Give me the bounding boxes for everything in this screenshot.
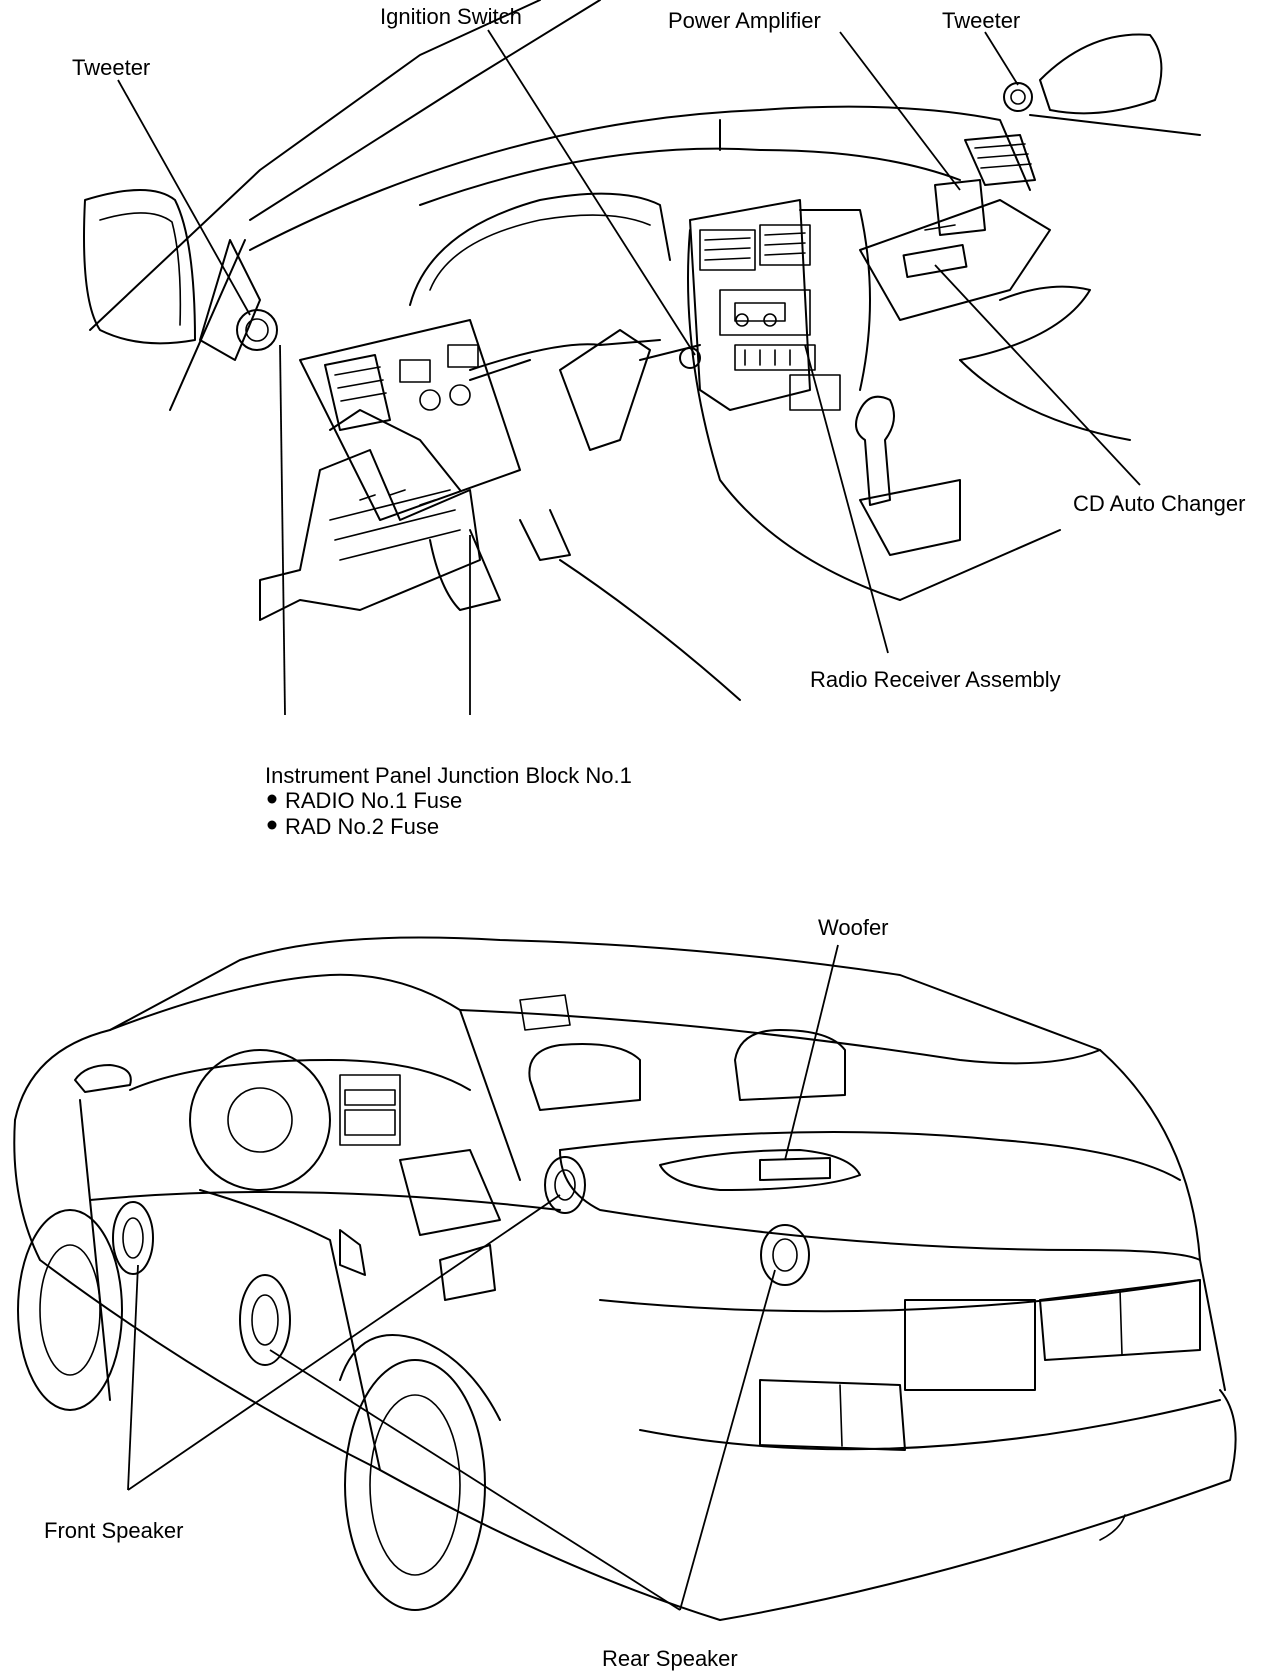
bullet-dot [267, 820, 277, 830]
label-radio-no1-fuse: RADIO No.1 Fuse [285, 788, 462, 813]
label-cd-auto-changer: CD Auto Changer [1073, 491, 1245, 516]
label-tweeter-left: Tweeter [72, 55, 150, 80]
label-front-speaker: Front Speaker [44, 1518, 183, 1543]
label-ignition-switch: Ignition Switch [380, 4, 522, 29]
label-junction-block: Instrument Panel Junction Block No.1 [265, 763, 632, 788]
label-radio-receiver-assembly: Radio Receiver Assembly [810, 667, 1061, 692]
label-rear-speaker: Rear Speaker [602, 1646, 738, 1671]
bullet-dot [267, 794, 277, 804]
label-tweeter-right: Tweeter [942, 8, 1020, 33]
top-leader-lines [117, 29, 1141, 716]
bottom-leader-lines [127, 944, 839, 1611]
label-power-amplifier: Power Amplifier [668, 8, 821, 33]
car-illustration [13, 936, 1237, 1621]
label-woofer: Woofer [818, 915, 889, 940]
label-rad-no2-fuse: RAD No.2 Fuse [285, 814, 439, 839]
dashboard-illustration [83, 0, 1201, 701]
